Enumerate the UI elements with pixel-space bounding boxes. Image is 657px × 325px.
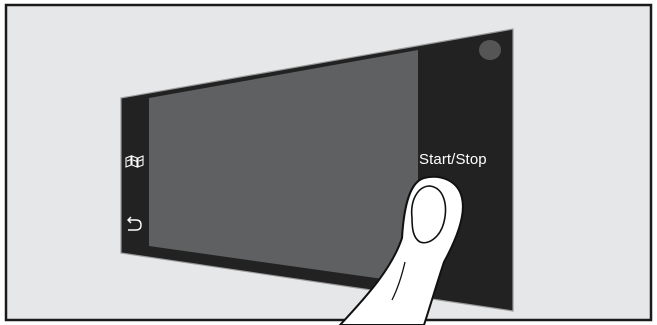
- finger-illustration: [338, 175, 464, 325]
- sensor-dot-icon: [479, 40, 501, 60]
- display-screen: [149, 50, 418, 284]
- back-icon[interactable]: [127, 216, 142, 231]
- mode-icon[interactable]: [125, 155, 144, 168]
- start-stop-button-label[interactable]: Start/Stop: [419, 151, 487, 168]
